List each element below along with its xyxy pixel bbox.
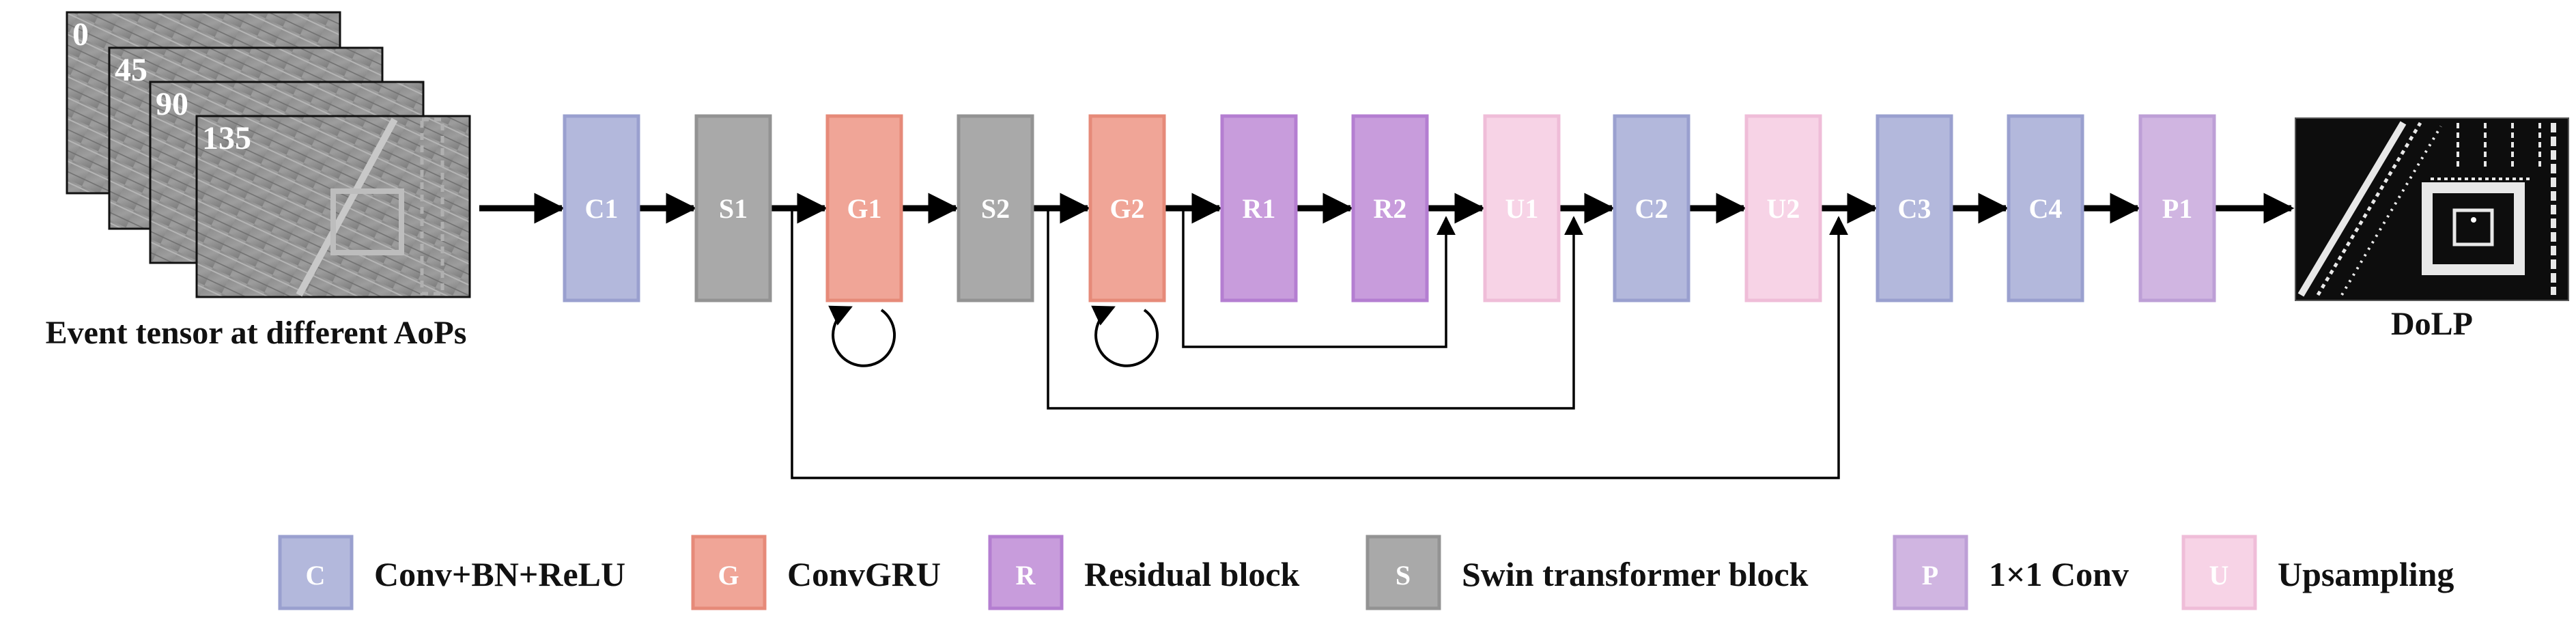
block-label: C3 [1898,193,1931,224]
input-frame-135: 135 [195,115,471,298]
input-frame-label: 0 [72,16,89,53]
recurrent-loop-g2 [1091,305,1159,367]
block-label: R2 [1374,193,1407,224]
block-label: S2 [981,193,1010,224]
recurrent-loop-g1 [828,305,896,367]
output-caption: DoLP [2391,306,2473,342]
block-p1: P1 [2138,114,2216,302]
legend-label: Conv+BN+ReLU [374,555,625,593]
block-c4: C4 [2007,114,2084,302]
legend-symbol: G [718,560,739,591]
block-label: G2 [1109,193,1144,224]
network-blocks: C1 S1 G1 S2 G2 R1 R2 U1 C2 U2 C3 C4 P1 [563,114,2216,302]
block-s2: S2 [957,114,1034,302]
recurrent-loops [828,305,1159,367]
block-c1: C1 [563,114,640,302]
input-frame-label: 90 [156,86,188,122]
legend-symbol: R [1016,560,1036,591]
block-s1: S1 [694,114,772,302]
input-caption: Event tensor at different AoPs [46,315,467,351]
legend-item-p: P 1×1 Conv [1893,535,2129,610]
legend-label: Upsampling [2278,555,2454,593]
block-label: C4 [2029,193,2063,224]
legend-symbol: P [1922,560,1938,591]
legend-label: 1×1 Conv [1989,555,2129,593]
legend: C Conv+BN+ReLU G ConvGRU R Residual block S Swi… [278,535,2454,610]
block-label: C1 [585,193,619,224]
block-c2: C2 [1613,114,1690,302]
output-dolp-image [2295,117,2569,301]
skip-s1-u2 [791,208,1848,479]
skip-g2-u1 [1182,208,1456,348]
legend-item-u: U Upsampling [2181,535,2454,610]
legend-label: Residual block [1084,555,1300,593]
block-g2: G2 [1088,114,1166,302]
block-u1: U1 [1483,114,1561,302]
legend-symbol: U [2209,560,2229,591]
block-label: C2 [1635,193,1669,224]
input-frame-label: 45 [115,52,147,88]
legend-symbol: S [1396,560,1411,591]
input-frame-label: 135 [202,120,251,156]
legend-label: Swin transformer block [1462,555,1809,593]
legend-item-c: C Conv+BN+ReLU [278,535,625,610]
legend-item-s: S Swin transformer block [1365,535,1809,610]
block-r2: R2 [1351,114,1429,302]
legend-item-r: R Residual block [988,535,1300,610]
block-label: R1 [1243,193,1276,224]
block-label: P1 [2162,193,2192,224]
skip-connections [791,208,1848,479]
block-r1: R1 [1220,114,1298,302]
legend-symbol: C [306,560,326,591]
block-c3: C3 [1876,114,1953,302]
block-g1: G1 [825,114,903,302]
skip-s2-c2 [1047,208,1583,410]
legend-label: ConvGRU [787,555,941,593]
block-label: G1 [847,193,881,224]
legend-item-g: G ConvGRU [691,535,941,610]
block-label: S1 [719,193,748,224]
block-label: U2 [1767,193,1800,224]
block-u2: U2 [1744,114,1822,302]
block-label: U1 [1505,193,1539,224]
